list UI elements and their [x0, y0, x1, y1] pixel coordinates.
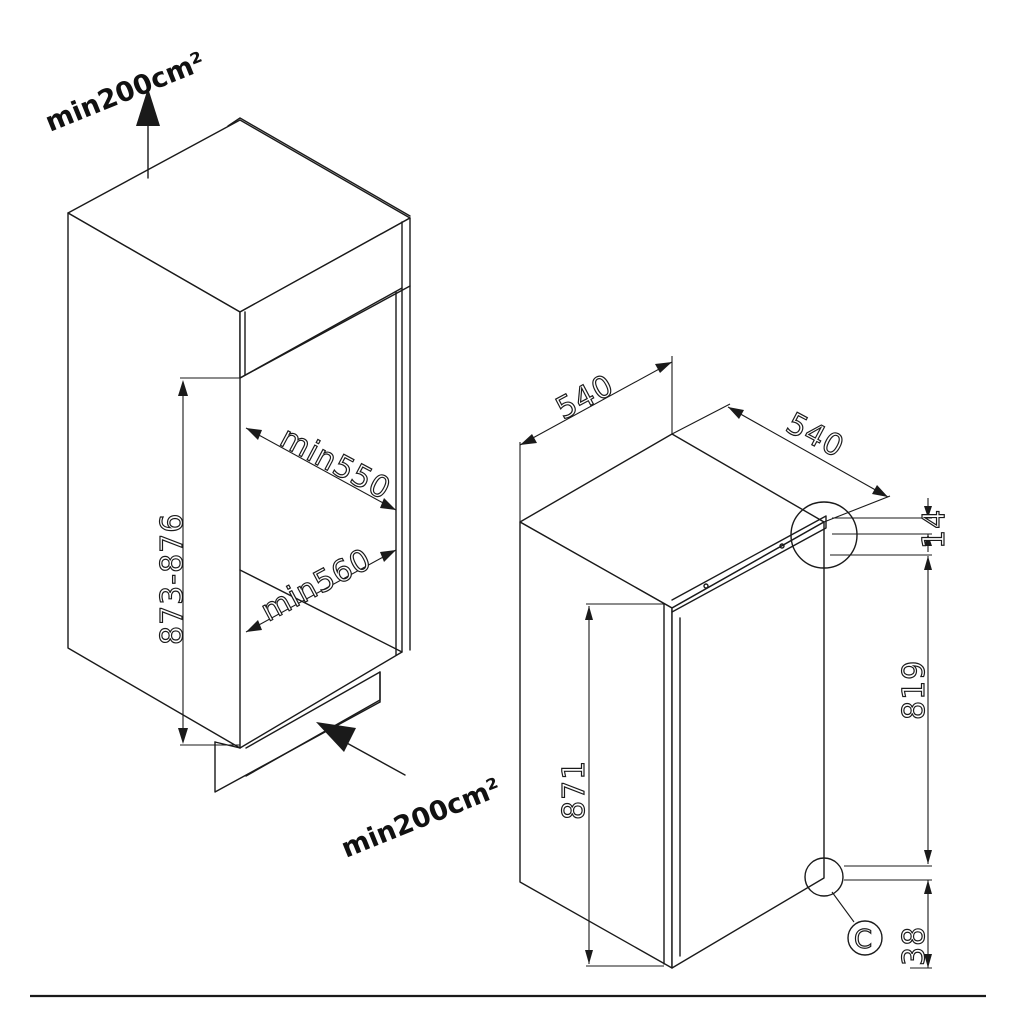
- appliance-figure: 540 540 C 14 819 38: [519, 356, 953, 969]
- detail-c-label: C: [854, 925, 872, 955]
- niche-height-label: 873-876: [155, 513, 190, 645]
- airflow-up-arrow: [136, 88, 160, 126]
- airflow-in-arrow: [316, 722, 356, 752]
- cabinet-top-lip: [227, 117, 411, 217]
- bottom-gap-label: 38: [897, 926, 932, 966]
- top-detail-circle: [790, 501, 858, 569]
- door-height-label: 819: [897, 660, 932, 720]
- detail-c-marker: [847, 920, 883, 956]
- cabinet-niche-figure: min200cm² min200cm² 873-876 min550 min56…: [41, 46, 505, 864]
- depth-dim-line: [519, 361, 673, 446]
- niche-depth-dim-line: [245, 427, 397, 511]
- door-top-hinge: [671, 515, 827, 613]
- width-dim-line: [727, 406, 889, 498]
- airflow-bottom-label: min200cm²: [337, 772, 505, 864]
- niche-width-label: min560: [255, 542, 377, 629]
- height-label: 871: [557, 760, 592, 820]
- niche-width-dim-line: [245, 549, 397, 633]
- airflow-top-label: min200cm²: [41, 46, 209, 138]
- niche-floor: [239, 569, 403, 653]
- niche-opening: [239, 287, 403, 749]
- niche-depth-label: min550: [274, 420, 396, 507]
- depth-label: 540: [550, 368, 620, 427]
- appliance-door: [671, 521, 825, 969]
- bottom-detail-circle: [804, 857, 844, 897]
- cabinet-plinth: [214, 701, 381, 793]
- top-gap-label: 14: [917, 509, 952, 549]
